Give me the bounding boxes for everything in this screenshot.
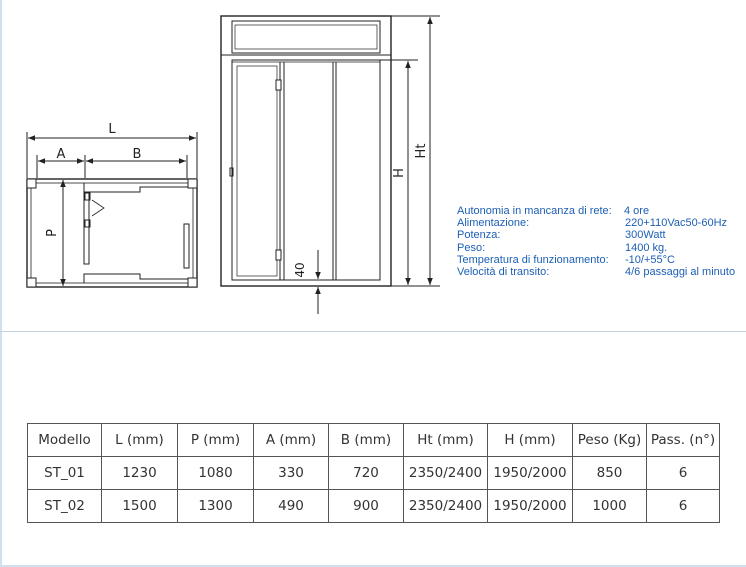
plan-view — [26, 132, 198, 288]
spec-row: Peso: 1400 kg. — [457, 242, 746, 254]
table-row: ST_01 1230 1080 330 720 2350/2400 1950/2… — [27, 456, 720, 490]
column-header: B (mm) — [328, 423, 404, 457]
table-cell: 1500 — [101, 489, 178, 523]
table-cell: 1080 — [177, 456, 254, 490]
column-header: Peso (Kg) — [572, 423, 647, 457]
table-cell: 720 — [328, 456, 404, 490]
elevation-label-40: 40 — [293, 262, 307, 277]
elevation-label-Ht: Ht — [414, 144, 429, 159]
spec-value: 4/6 passaggi al minuto — [625, 265, 736, 278]
table-cell: 1950/2000 — [487, 456, 573, 490]
spec-row: Autonomia in mancanza di rete: 4 ore — [457, 205, 746, 217]
spec-value: 300Watt — [625, 229, 666, 242]
column-header: Ht (mm) — [403, 423, 488, 457]
table-cell: 900 — [328, 489, 404, 523]
table-cell: 490 — [253, 489, 329, 523]
column-header: Pass. (n°) — [646, 423, 720, 457]
technical-drawing: L A B P Ht — [26, 15, 440, 314]
table-cell: ST_02 — [27, 489, 102, 523]
table-cell: 1950/2000 — [487, 489, 573, 523]
bottom-border — [0, 565, 746, 567]
spec-label: Alimentazione: — [457, 217, 530, 230]
plan-label-L: L — [108, 122, 116, 137]
spec-value: 220+110Vac50-60Hz — [625, 217, 728, 230]
table-header-row: Modello L (mm) P (mm) A (mm) B (mm) Ht (… — [27, 423, 720, 457]
table-cell: ST_01 — [27, 456, 102, 490]
spec-value: 4 ore — [624, 205, 650, 217]
table-cell: 2350/2400 — [403, 489, 488, 523]
spec-value: -10/+55°C — [625, 253, 675, 266]
table-cell: 1230 — [101, 456, 178, 490]
plan-label-P: P — [45, 229, 60, 237]
column-header: Modello — [27, 423, 102, 457]
elevation-label-H: H — [392, 168, 407, 178]
column-header: L (mm) — [101, 423, 178, 457]
plan-label-A: A — [57, 147, 66, 162]
column-header: P (mm) — [177, 423, 254, 457]
spec-label: Autonomia in mancanza di rete: — [457, 205, 612, 217]
elevation-view — [220, 15, 440, 314]
spec-label: Peso: — [457, 241, 486, 254]
plan-label-B: B — [133, 147, 142, 162]
table-cell: 6 — [646, 456, 720, 490]
column-header: H (mm) — [487, 423, 573, 457]
table-cell: 850 — [572, 456, 647, 490]
left-border — [0, 0, 2, 567]
spec-label: Temperatura di funzionamento: — [457, 253, 609, 266]
spec-row: Potenza: 300Watt — [457, 229, 746, 241]
spec-row: Velocità di transito: 4/6 passaggi al mi… — [457, 266, 746, 278]
spec-row: Alimentazione: 220+110Vac50-60Hz — [457, 217, 746, 229]
spec-label: Velocità di transito: — [457, 265, 550, 278]
table-cell: 1000 — [572, 489, 647, 523]
dimensions-table: Modello L (mm) P (mm) A (mm) B (mm) Ht (… — [27, 423, 720, 523]
spec-label: Potenza: — [457, 229, 501, 242]
table-cell: 330 — [253, 456, 329, 490]
table-cell: 6 — [646, 489, 720, 523]
column-header: A (mm) — [253, 423, 329, 457]
spec-list: Autonomia in mancanza di rete: 4 ore Ali… — [457, 205, 746, 278]
table-row: ST_02 1500 1300 490 900 2350/2400 1950/2… — [27, 489, 720, 523]
spec-value: 1400 kg. — [625, 241, 668, 254]
table-cell: 2350/2400 — [403, 456, 488, 490]
table-cell: 1300 — [177, 489, 254, 523]
section-divider — [0, 331, 746, 332]
spec-row: Temperatura di funzionamento: -10/+55°C — [457, 254, 746, 266]
